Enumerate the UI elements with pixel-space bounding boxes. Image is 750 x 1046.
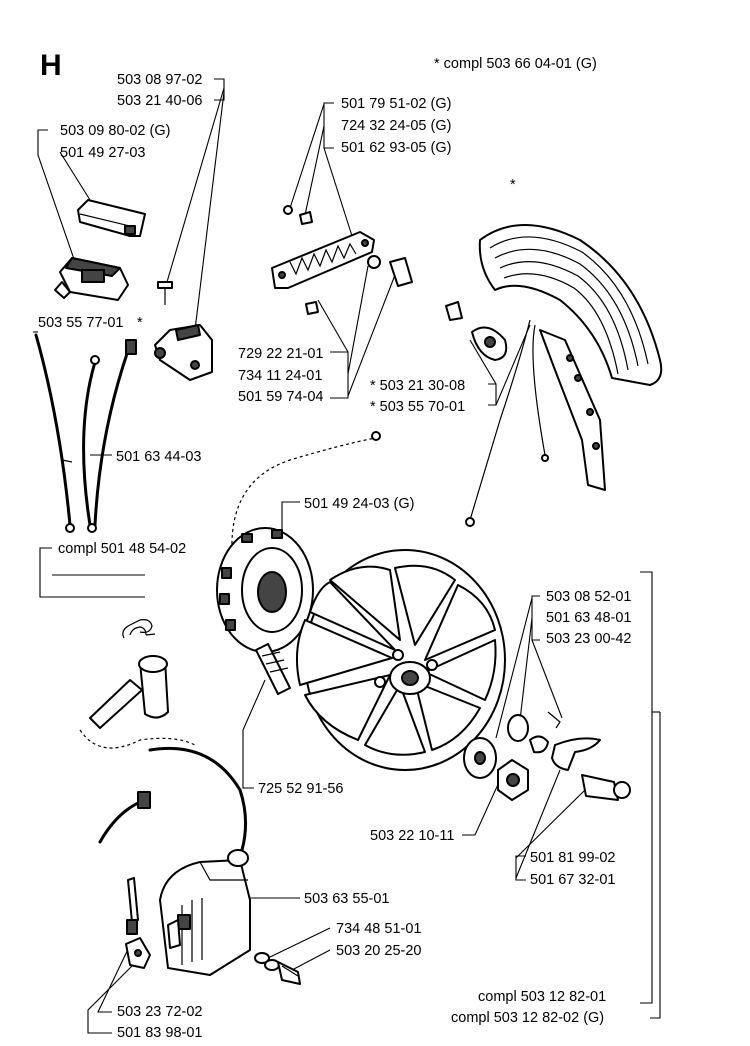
label-501-83-98-01: 501 83 98-01: [117, 1025, 202, 1041]
lead-terminal-part: [371, 431, 381, 441]
label-compl-501-48-54-02: compl 501 48 54-02: [58, 541, 186, 557]
muffler-guard-part: [478, 224, 663, 491]
label-501-67-32-01: 501 67 32-01: [530, 872, 615, 888]
label-503-23-00-42: 503 23 00-42: [546, 631, 631, 647]
label-compl-503-66-04-01: * compl 503 66 04-01 (G): [434, 56, 597, 72]
label-501-59-74-04: 501 59 74-04: [238, 389, 323, 405]
label-503-63-55-01: 503 63 55-01: [304, 891, 389, 907]
label-724-32-24-05: 724 32 24-05 (G): [341, 118, 451, 134]
spark-plug-cap-part: [89, 655, 169, 729]
cables-part: [34, 333, 137, 533]
label-734-48-51-01: 734 48 51-01: [336, 921, 421, 937]
coil-wire-terminal-part: [137, 791, 151, 809]
coil-bolts-part: [254, 952, 301, 985]
hv-cable-part: [148, 746, 247, 852]
label-501-63-48-01: 501 63 48-01: [546, 610, 631, 626]
lead-wire-part: [231, 437, 376, 551]
label-503-23-72-02: 503 23 72-02: [117, 1004, 202, 1020]
flywheel-nut-part: [497, 759, 529, 801]
hv-lead-part: [79, 729, 196, 749]
wire-terminal-part: [465, 517, 475, 527]
label-503-21-40-06: 503 21 40-06: [117, 93, 202, 109]
flywheel-fan-part: [296, 549, 506, 771]
bracket-plate-part: [77, 199, 146, 237]
label-734-11-24-01: 734 11 24-01: [238, 368, 322, 384]
label-501-79-51-02: 501 79 51-02 (G): [341, 96, 451, 112]
spring-part: [122, 619, 156, 639]
label-725-52-91-56: 725 52 91-56: [258, 781, 343, 797]
ignition-coil-part: [159, 849, 251, 976]
heat-shield-part: [271, 231, 375, 289]
switch-part: [54, 257, 129, 301]
screw-holder-part: [154, 281, 213, 381]
small-screws-part: [283, 205, 413, 315]
leader-lines: [33, 78, 661, 1034]
label-503-08-52-01: 503 08 52-01: [546, 589, 631, 605]
section-letter: H: [40, 49, 62, 82]
label-501-62-93-05: 501 62 93-05 (G): [341, 140, 451, 156]
label-compl-503-12-82-02: compl 503 12 82-02 (G): [451, 1010, 604, 1026]
label-501-81-99-02: 501 81 99-02: [530, 850, 615, 866]
label-501-63-44-03: 501 63 44-03: [116, 449, 201, 465]
label-729-22-21-01: 729 22 21-01: [238, 346, 323, 362]
washer-plate-part: [445, 301, 508, 361]
label-501-49-24-03: 501 49 24-03 (G): [304, 496, 414, 512]
label-compl-503-12-82-01: compl 503 12 82-01: [478, 989, 606, 1005]
label-503-22-10-11: 503 22 10-11: [370, 828, 454, 844]
label-star-mark-2: *: [137, 315, 143, 331]
ground-wire-2-part: [532, 324, 546, 456]
pawl-assembly-part: [507, 711, 631, 801]
label-503-09-80-02: 503 09 80-02 (G): [60, 123, 170, 139]
label-503-20-25-20: 503 20 25-20: [336, 943, 421, 959]
label-503-21-30-08: * 503 21 30-08: [370, 378, 465, 394]
wire-terminal-2-part: [541, 454, 549, 462]
flywheel-washer-part: [463, 737, 497, 779]
terminal-parts: [125, 877, 151, 969]
label-star-mark: *: [510, 177, 516, 193]
label-503-08-97-02: 503 08 97-02: [117, 72, 202, 88]
label-503-55-77-01: 503 55 77-01: [38, 315, 123, 331]
label-501-49-27-03: 501 49 27-03: [60, 145, 145, 161]
label-503-55-70-01: * 503 55 70-01: [370, 399, 465, 415]
flywheel-bolt-part: [255, 643, 291, 695]
stator-ring-part: [216, 527, 314, 653]
ground-wire-part: [469, 319, 531, 521]
